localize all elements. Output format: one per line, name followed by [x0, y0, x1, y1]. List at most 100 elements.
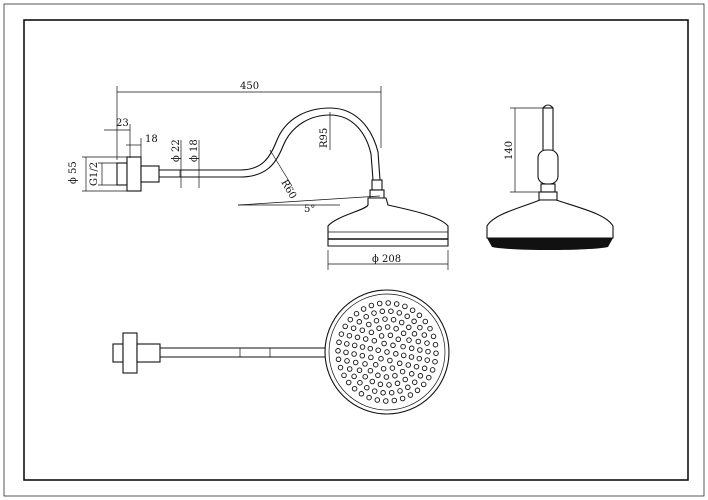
swivel-joint — [371, 179, 383, 191]
nozzle-hole — [343, 349, 349, 356]
nozzle-hole — [407, 392, 414, 398]
nozzle-hole — [363, 313, 369, 320]
side-connector — [140, 165, 160, 183]
nozzle-hole — [367, 367, 374, 374]
nozzle-hole — [362, 373, 368, 380]
nozzle-hole — [382, 316, 388, 322]
nozzle-hole — [350, 325, 357, 331]
nozzle-hole — [385, 300, 391, 306]
side-wall-nut — [116, 162, 128, 186]
gooseneck-arm-inner — [239, 114, 374, 181]
nozzle-hole — [420, 381, 427, 388]
dimension-450: 450 — [240, 81, 259, 92]
nozzle-hole — [390, 342, 396, 349]
nozzle-hole — [364, 384, 370, 391]
nozzle-hole — [371, 388, 378, 394]
nozzle-hole — [396, 310, 403, 316]
nozzle-hole — [433, 350, 439, 356]
nozzle-hole — [337, 364, 344, 371]
nozzle-hole — [424, 340, 430, 346]
nozzle-hole — [351, 342, 358, 349]
nozzle-hole — [396, 360, 403, 367]
nozzle-hole — [351, 373, 357, 380]
dimension-18: 18 — [145, 134, 158, 145]
nozzle-hole — [352, 359, 359, 366]
nozzle-hole — [408, 371, 415, 377]
nozzle-hole — [398, 319, 405, 326]
nozzle-hole — [356, 319, 363, 325]
nozzle-hole — [411, 318, 417, 325]
nozzle-hole — [354, 334, 361, 341]
nozzle-hole — [366, 321, 372, 328]
side-flange — [126, 156, 142, 192]
nozzle-hole — [400, 330, 407, 337]
nozzle-hole — [360, 306, 367, 312]
bottom-view — [112, 289, 450, 415]
nozzle-hole — [344, 341, 350, 347]
nozzle-hole — [376, 300, 383, 307]
nozzle-hole — [406, 337, 412, 343]
bottom-connector — [136, 343, 161, 363]
nozzle-hole — [369, 378, 376, 385]
nozzle-hole — [404, 313, 410, 320]
nozzle-hole — [378, 333, 385, 339]
nozzle-hole — [399, 368, 406, 375]
nozzle-hole — [417, 347, 423, 353]
inner-frame — [23, 19, 689, 481]
nozzle-hole — [375, 372, 381, 379]
nozzle-hole — [383, 398, 389, 404]
outer-frame — [3, 3, 705, 497]
nozzle-hole — [405, 384, 411, 391]
nozzle-hole — [351, 385, 358, 392]
side-view: 450 23 18 ϕ 55 G1/2 ϕ 22 ϕ 18 R95 R60 — [68, 81, 449, 270]
nozzle-hole — [430, 333, 437, 340]
nozzle-hole — [380, 390, 386, 396]
nozzle-hole — [378, 355, 384, 362]
dimension-140: 140 — [504, 141, 515, 160]
nozzle-hole — [376, 325, 382, 332]
nozzle-hole — [353, 310, 360, 317]
gooseneck-arm-outer — [239, 107, 381, 181]
nozzle-hole — [397, 388, 403, 394]
nozzle-hole — [338, 331, 345, 337]
nozzle-hole — [417, 324, 423, 331]
front-collar — [537, 149, 559, 185]
nozzle-hole — [409, 307, 416, 313]
nozzle-hole — [371, 337, 378, 344]
nozzle-hole — [400, 352, 407, 359]
nozzle-hole — [395, 336, 402, 343]
nozzle-hole — [422, 318, 429, 325]
nozzle-hole — [393, 301, 400, 307]
nozzle-hole — [359, 352, 366, 359]
dimension-thread: G1/2 — [89, 162, 100, 186]
nozzle-hole — [429, 367, 436, 373]
nozzle-hole — [402, 303, 408, 310]
nozzle-hole — [387, 332, 394, 339]
nozzle-hole — [413, 363, 420, 370]
nozzle-hole — [393, 325, 399, 332]
nozzle-hole — [375, 347, 381, 353]
nozzle-hole — [389, 365, 396, 371]
nozzle-hole — [425, 348, 431, 355]
nozzle-hole — [372, 361, 379, 368]
nozzle-hole — [391, 397, 398, 404]
nozzle-hole — [415, 338, 422, 345]
nozzle-hole — [405, 362, 412, 368]
nozzle-hole — [346, 366, 353, 372]
nozzle-hole — [411, 379, 418, 385]
nozzle-hole — [357, 379, 363, 386]
nozzle-hole — [390, 316, 397, 323]
nozzle-hole — [359, 344, 366, 350]
nozzle-hole — [406, 324, 412, 331]
nozzle-holes — [335, 300, 439, 404]
nozzle-hole — [421, 365, 428, 372]
nozzle-hole — [379, 308, 386, 315]
dimension-dia-18: ϕ 18 — [189, 139, 200, 162]
nozzle-hole — [424, 357, 430, 363]
shower-head-front — [486, 199, 614, 239]
nozzle-hole — [356, 367, 363, 373]
dimension-r60: R60 — [278, 178, 298, 201]
nozzle-hole — [392, 372, 398, 379]
nozzle-hole — [362, 336, 369, 342]
